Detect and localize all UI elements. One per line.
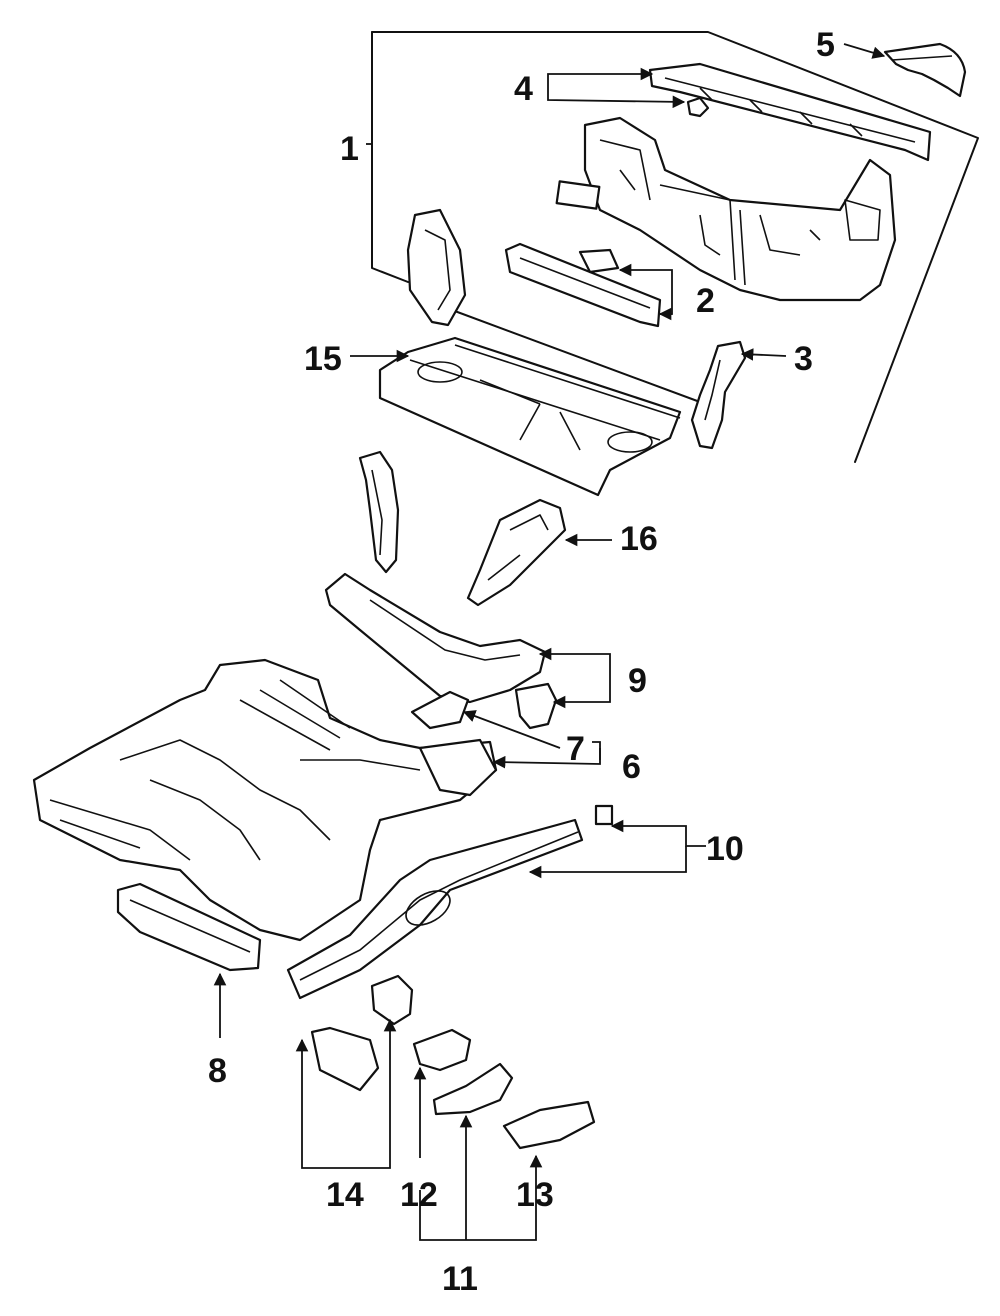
part-8-crossbar[interactable] (116, 882, 262, 972)
part-10-rear-rail[interactable] (286, 804, 614, 1000)
part-12-bracket[interactable] (412, 1028, 472, 1072)
group-1-bracket (371, 31, 979, 463)
rear-body-panel[interactable] (555, 116, 897, 302)
callout-8: 8 (208, 1052, 227, 1090)
callout-16: 16 (620, 520, 658, 558)
callout-15: 15 (304, 340, 342, 378)
part-9-bracket[interactable] (514, 682, 558, 730)
leader-lines (213, 43, 886, 1241)
part-9-crossmember[interactable] (324, 572, 558, 730)
part-11-bracket[interactable] (432, 1062, 514, 1116)
part-5-end-cap[interactable] (883, 42, 967, 98)
part-16-brace[interactable] (466, 498, 567, 607)
part-7-bracket[interactable] (410, 690, 470, 730)
callout-10: 10 (706, 830, 744, 868)
part-10-clip[interactable] (594, 804, 614, 826)
callout-12: 12 (400, 1176, 438, 1214)
callout-labels: 1 2 3 4 5 6 7 8 9 10 11 12 13 14 15 16 (208, 26, 835, 1298)
callout-6: 6 (622, 748, 641, 786)
part-3-right-pillar[interactable] (690, 340, 747, 450)
callout-4: 4 (514, 70, 533, 108)
part-4-upper-rail[interactable] (648, 62, 932, 162)
callout-3: 3 (794, 340, 813, 378)
callout-7: 7 (566, 730, 585, 768)
floor-pan[interactable] (32, 658, 498, 942)
callout-11: 11 (442, 1260, 478, 1298)
part-15-package-shelf[interactable] (378, 336, 682, 497)
part-6-panel[interactable] (418, 738, 498, 797)
callout-5: 5 (816, 26, 835, 64)
callout-14: 14 (326, 1176, 364, 1214)
callout-1: 1 (340, 130, 359, 168)
panel-insert[interactable] (555, 180, 601, 210)
part-14-cap[interactable] (370, 974, 414, 1026)
rear-brace-left[interactable] (358, 450, 400, 574)
part-14-bracket[interactable] (310, 974, 414, 1092)
callout-2: 2 (696, 282, 715, 320)
part-13-bracket[interactable] (502, 1100, 596, 1150)
part-2-brackets[interactable] (504, 242, 662, 328)
part-4-clip[interactable] (686, 96, 710, 118)
part-1-side-pillar[interactable] (406, 208, 467, 327)
callout-13: 13 (516, 1176, 554, 1214)
callout-9: 9 (628, 662, 647, 700)
